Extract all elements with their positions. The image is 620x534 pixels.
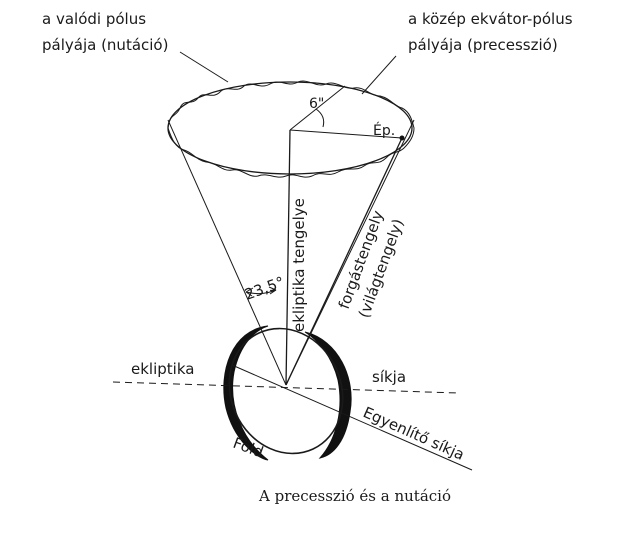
earth-globe-outline — [228, 327, 344, 455]
ep-label: Ép. — [373, 122, 395, 139]
earth-label: Föld — [231, 434, 266, 462]
nutation-wavy-path — [167, 80, 415, 178]
leader-true-pole — [179, 51, 229, 83]
leader-mean-pole — [361, 55, 397, 95]
ep-point — [399, 135, 405, 141]
plane-label: síkja — [372, 368, 406, 386]
true-pole-label-line2: pályája (nutáció) — [42, 36, 168, 54]
true-pole-label-line1: a valódi pólus — [42, 10, 146, 28]
angle-6-label: 6" — [309, 96, 324, 112]
earth-dark-left-crescent — [223, 325, 269, 461]
angle-6-arc — [315, 108, 325, 128]
figure-caption: A precesszió és a nutáció — [258, 487, 451, 505]
ecliptic-axis-label: ekliptika tengelye — [290, 198, 308, 332]
cone-left-line — [167, 119, 287, 386]
ecliptic-plane-line — [112, 381, 459, 394]
earth — [223, 325, 352, 461]
equator-plane-label: Egyenlítő síkja — [360, 403, 467, 464]
ecliptic-label: ekliptika — [131, 360, 194, 378]
radius-to-top-rim — [289, 85, 346, 131]
equator-plane-line — [231, 364, 473, 471]
tilt-angle-label: 23,5° — [242, 273, 287, 304]
earth-dark-right-crescent — [304, 331, 352, 459]
ecliptic-axis-line — [285, 129, 291, 386]
mean-pole-label-line1: a közép ekvátor-pólus — [408, 10, 573, 28]
tilt-angle-arc — [245, 286, 277, 297]
rotation-axis-line — [285, 137, 403, 386]
mean-pole-label-line2: pályája (precesszió) — [408, 36, 558, 54]
mean-pole-radius — [289, 129, 403, 139]
